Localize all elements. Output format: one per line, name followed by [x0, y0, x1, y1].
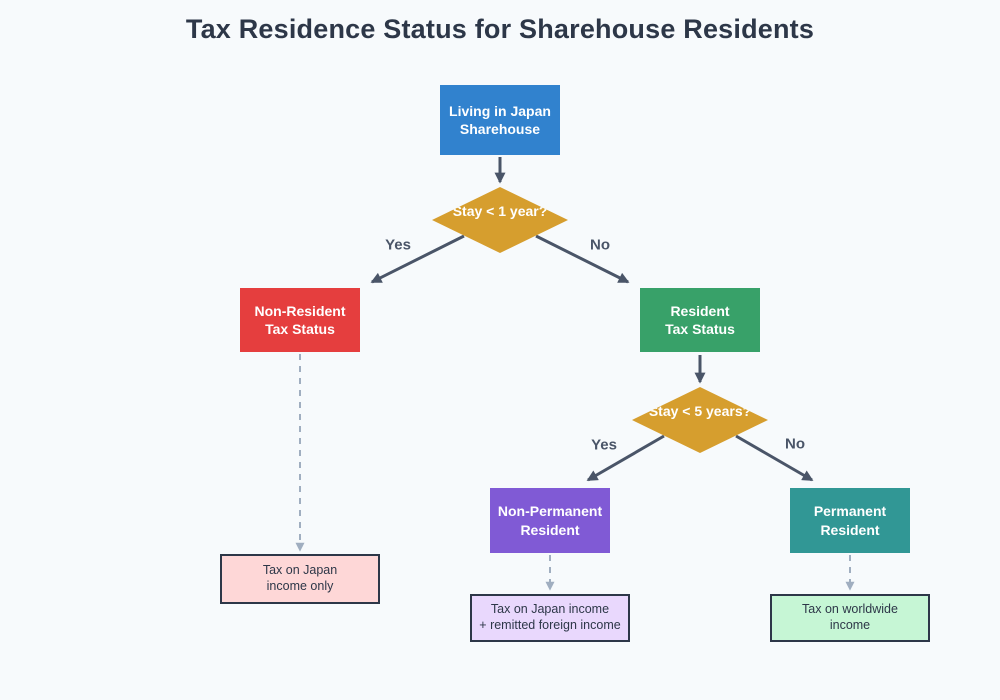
- node-label-line: Living in Japan: [449, 102, 551, 119]
- node-label-line: Non-Permanent: [497, 503, 603, 520]
- node-permanent-resident: Permanent Resident: [790, 488, 910, 553]
- page-title: Tax Residence Status for Sharehouse Resi…: [185, 14, 815, 44]
- edge-decision1-no: [535, 234, 630, 284]
- result-tax-worldwide-income: Tax on worldwide income: [770, 594, 930, 642]
- result-label-line: Tax on worldwide: [802, 602, 898, 617]
- node-label-line: Tax Status: [265, 321, 335, 337]
- result-label-line: income only: [266, 579, 334, 593]
- node-label-line: Non-Resident: [254, 302, 346, 319]
- result-tax-japan-income-only: Tax on Japan income only: [220, 554, 380, 604]
- node-label-line: Resident: [820, 521, 880, 538]
- edge-label-yes-2: Yes: [591, 436, 617, 454]
- result-label-line: income: [829, 618, 871, 632]
- node-resident-tax-status: Resident Tax Status: [640, 288, 760, 352]
- node-non-permanent-resident: Non-Permanent Resident: [490, 488, 610, 553]
- node-living-in-japan-sharehouse: Living in Japan Sharehouse: [440, 85, 560, 155]
- edge-label-no-2: No: [785, 435, 805, 453]
- decision-label: Stay < 1 year?: [452, 203, 548, 219]
- edge-decision2-yes: [586, 434, 665, 482]
- decision-label: Stay < 5 years?: [648, 403, 752, 419]
- edge-label-yes-1: Yes: [385, 236, 411, 254]
- result-label-line: Tax on Japan: [262, 563, 338, 578]
- result-label-line: + remitted foreign income: [479, 618, 621, 632]
- node-label-line: Resident: [520, 521, 580, 538]
- result-label-line: Tax on Japan income: [490, 602, 610, 617]
- edge-decision1-yes: [370, 234, 465, 284]
- node-label-line: Tax Status: [665, 321, 735, 337]
- node-label-line: Permanent: [813, 503, 887, 520]
- node-non-resident-tax-status: Non-Resident Tax Status: [240, 288, 360, 352]
- node-label-line: Resident: [670, 302, 730, 319]
- result-tax-japan-plus-remitted: Tax on Japan income + remitted foreign i…: [470, 594, 630, 642]
- edge-decision2-no: [735, 434, 814, 482]
- edge-label-no-1: No: [590, 236, 610, 254]
- node-label-line: Sharehouse: [459, 121, 541, 137]
